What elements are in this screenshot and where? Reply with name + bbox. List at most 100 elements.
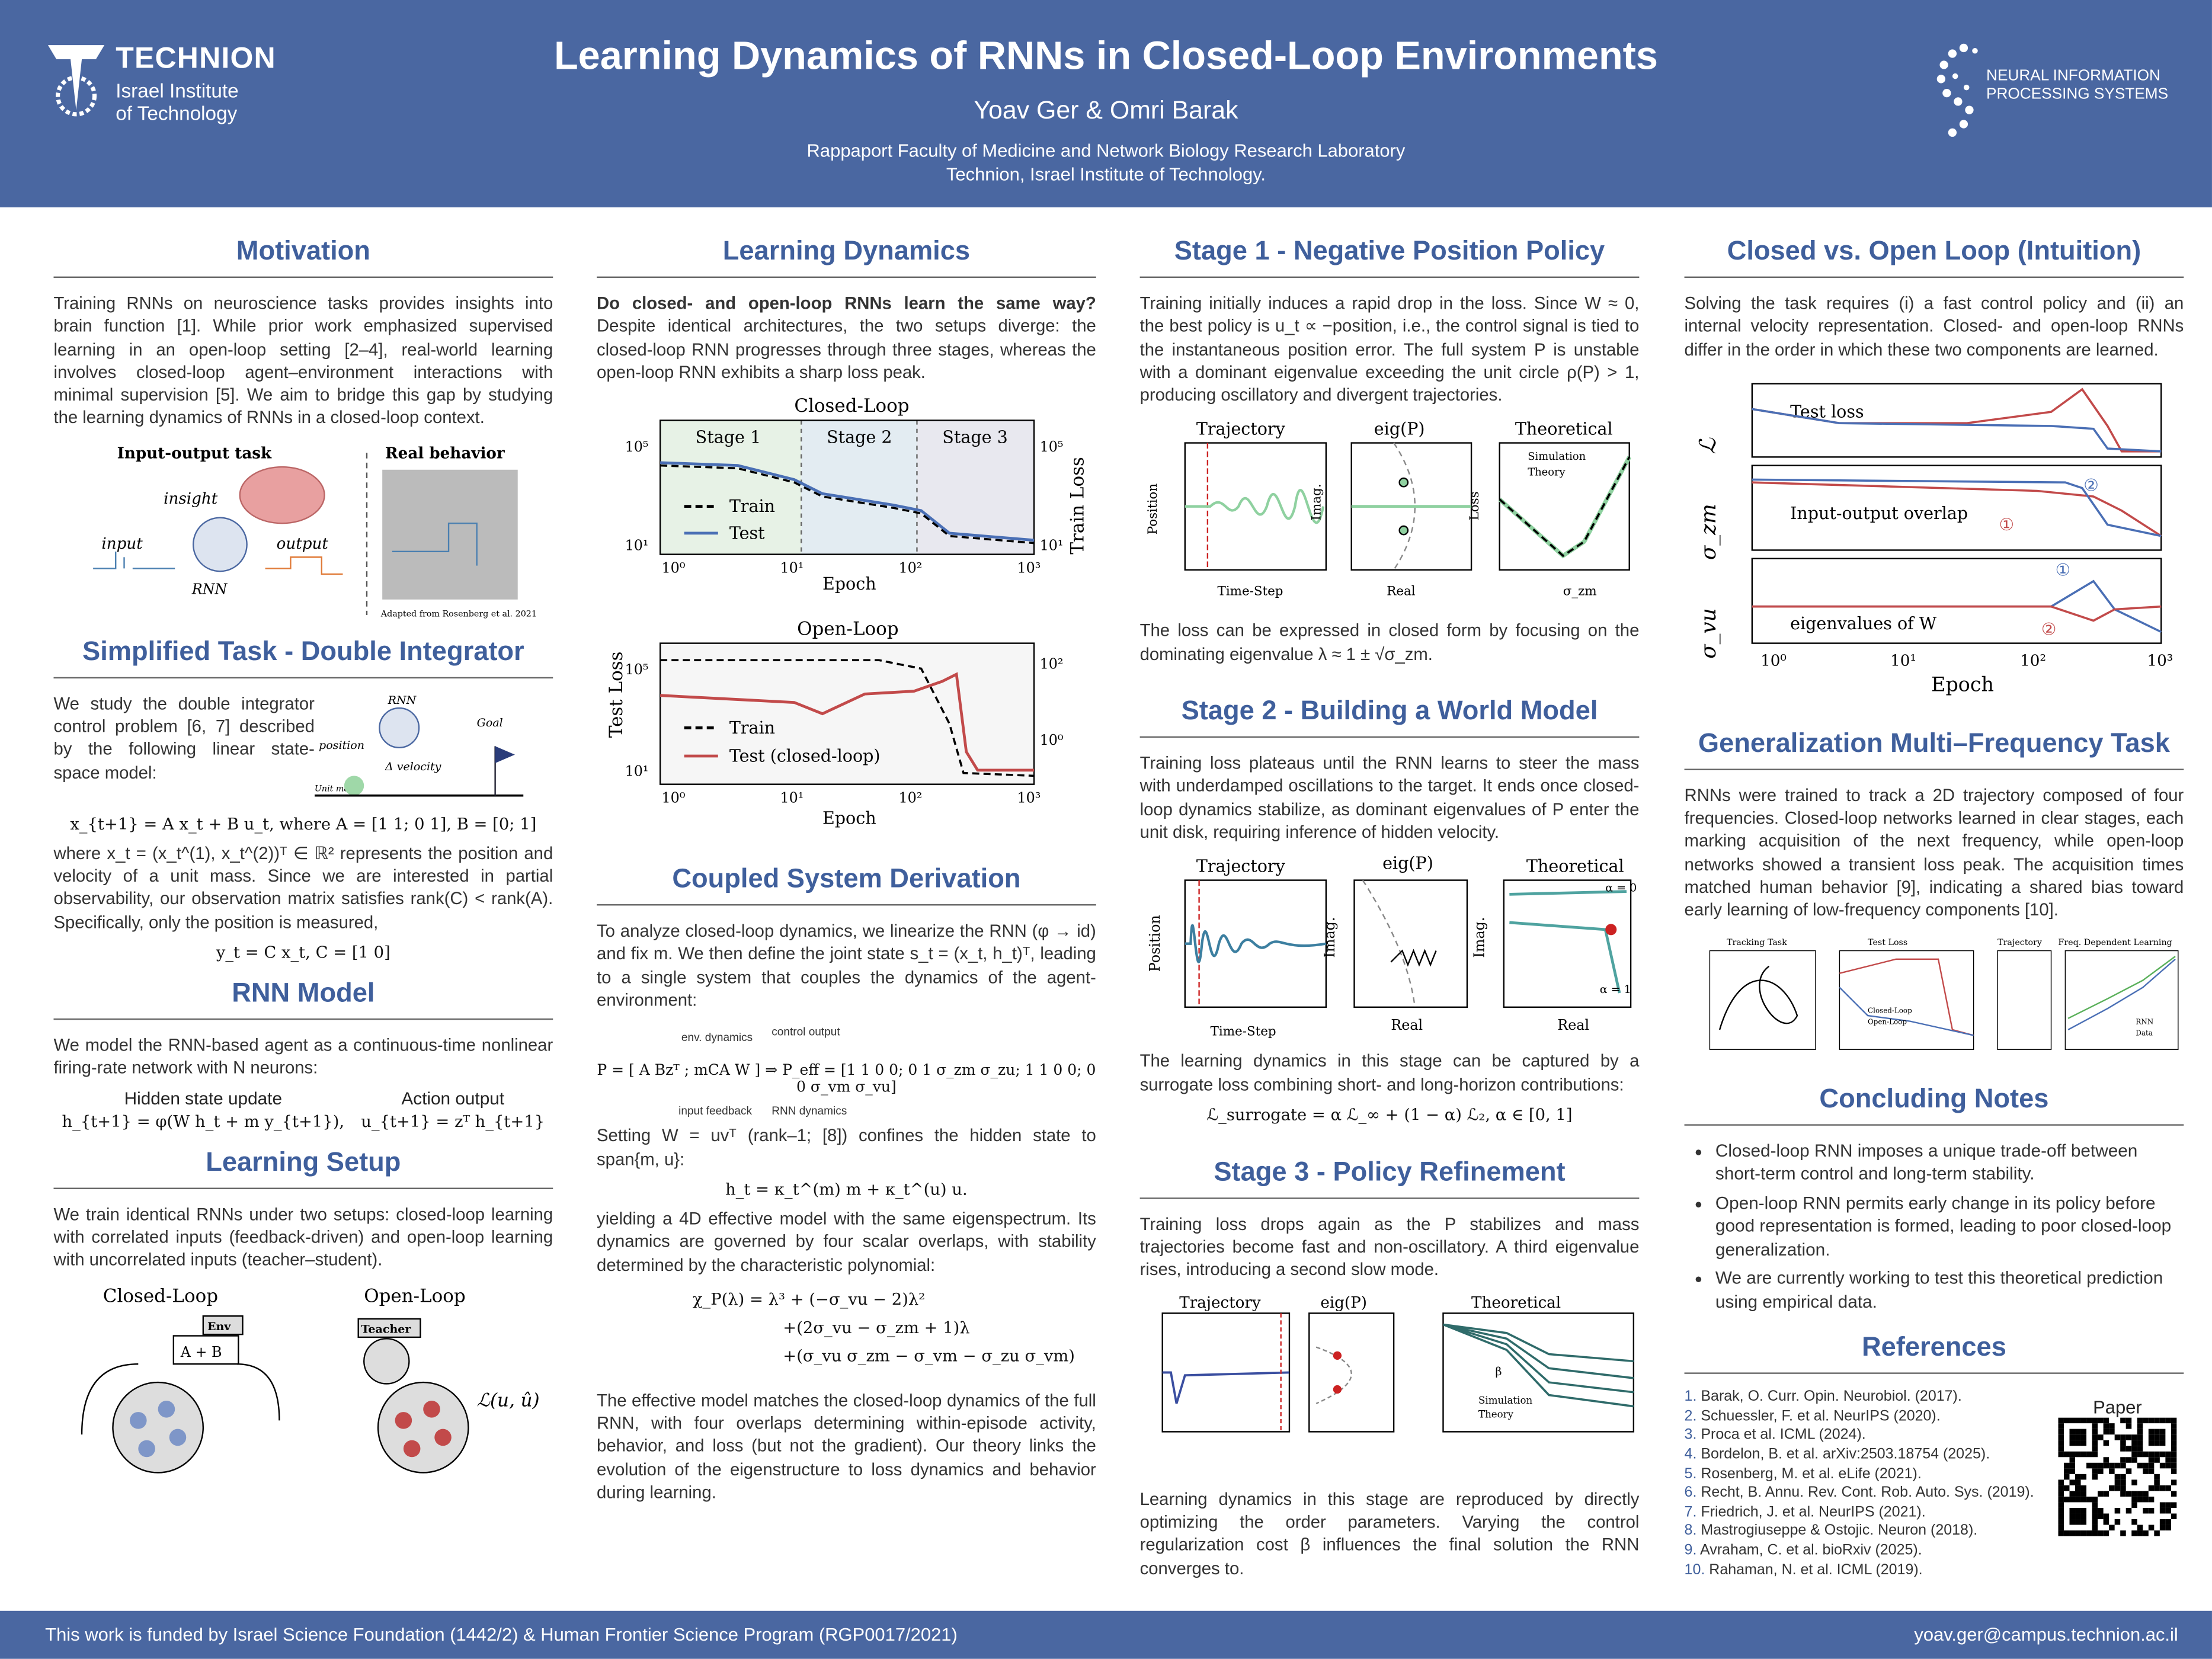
task-heading: Simplified Task - Double Integrator bbox=[53, 638, 553, 678]
column-4: Closed vs. Open Loop (Intuition) Solving… bbox=[1684, 237, 2184, 1580]
svg-text:10¹: 10¹ bbox=[780, 560, 804, 577]
goal-flag-icon bbox=[495, 745, 515, 763]
brain-icon bbox=[239, 466, 325, 524]
motivation-figure: Input-output task Real behavior insight … bbox=[93, 444, 537, 619]
svg-text:②: ② bbox=[2083, 475, 2099, 495]
reference-item: 9. Avraham, C. et al. bioRxiv (2025). bbox=[1684, 1541, 1922, 1559]
intuition-figure: ℒ σ_zm σ_vu Test loss Input-output overl… bbox=[1695, 383, 2173, 696]
svg-text:10³: 10³ bbox=[1017, 560, 1041, 577]
svg-text:10¹: 10¹ bbox=[1040, 537, 1064, 554]
svg-text:②: ② bbox=[2041, 619, 2057, 639]
reference-item: 3. Proca et al. ICML (2024). bbox=[1684, 1426, 1866, 1444]
column-2: Learning Dynamics Do closed- and open-lo… bbox=[597, 236, 1096, 1503]
svg-text:σ_zm: σ_zm bbox=[1696, 504, 1721, 560]
svg-text:Simulation: Simulation bbox=[1478, 1394, 1533, 1405]
svg-text:Loss: Loss bbox=[1467, 492, 1482, 521]
references-list: 1. Barak, O. Curr. Opin. Neurobiol. (201… bbox=[1685, 1388, 2051, 1580]
svg-text:β: β bbox=[1496, 1365, 1502, 1378]
svg-text:eigenvalues of W: eigenvalues of W bbox=[1790, 613, 1937, 633]
svg-text:Trajectory: Trajectory bbox=[1196, 856, 1286, 876]
double-integrator-figure: RNN position Δ velocity Goal Unit mass bbox=[314, 693, 524, 796]
svg-text:RNN: RNN bbox=[191, 581, 228, 597]
svg-text:Theory: Theory bbox=[1528, 466, 1566, 479]
svg-text:Teacher: Teacher bbox=[361, 1324, 411, 1337]
test-loss-line bbox=[660, 461, 1035, 542]
svg-text:Δ velocity: Δ velocity bbox=[385, 760, 441, 773]
svg-text:Closed-Loop: Closed-Loop bbox=[103, 1286, 218, 1307]
svg-text:Freq. Dependent Learning: Freq. Dependent Learning bbox=[2058, 937, 2172, 947]
svg-text:10²: 10² bbox=[2020, 652, 2046, 670]
svg-text:10⁰: 10⁰ bbox=[1040, 732, 1064, 748]
svg-text:Test Loss: Test Loss bbox=[606, 652, 627, 738]
svg-text:10¹: 10¹ bbox=[780, 790, 804, 806]
svg-text:Closed-Loop: Closed-Loop bbox=[1868, 1006, 1912, 1014]
svg-text:Trajectory: Trajectory bbox=[1179, 1293, 1261, 1311]
coupled-system-heading: Coupled System Derivation bbox=[597, 865, 1096, 906]
svg-text:10¹: 10¹ bbox=[625, 763, 649, 780]
footer: This work is funded by Israel Science Fo… bbox=[0, 1610, 2212, 1659]
qr-code-icon[interactable] bbox=[2058, 1418, 2177, 1536]
svg-text:Train Loss: Train Loss bbox=[1067, 457, 1088, 555]
svg-text:Time-Step: Time-Step bbox=[1218, 585, 1283, 600]
svg-text:Trajectory: Trajectory bbox=[1196, 419, 1286, 439]
svg-text:position: position bbox=[319, 739, 364, 752]
reference-item: 5. Rosenberg, M. et al. eLife (2021). bbox=[1684, 1465, 1922, 1482]
reference-item: 4. Bordelon, B. et al. arXiv:2503.18754 … bbox=[1684, 1446, 1990, 1463]
svg-text:Position: Position bbox=[1145, 484, 1160, 536]
svg-text:10⁵: 10⁵ bbox=[625, 438, 649, 455]
reference-item: 6. Recht, B. Annu. Rev. Cont. Rob. Auto.… bbox=[1684, 1484, 2034, 1501]
svg-text:Imag.: Imag. bbox=[1321, 917, 1338, 958]
svg-text:10⁵: 10⁵ bbox=[1040, 438, 1064, 455]
svg-text:Imag.: Imag. bbox=[1471, 917, 1487, 958]
poster-title: Learning Dynamics of RNNs in Closed-Loop… bbox=[553, 34, 1658, 78]
svg-text:10⁰: 10⁰ bbox=[662, 790, 686, 806]
svg-text:eig(P): eig(P) bbox=[1374, 419, 1425, 439]
conclusions-list: Closed-loop RNN imposes a unique trade-o… bbox=[1685, 1139, 2184, 1314]
svg-text:Theory: Theory bbox=[1478, 1408, 1514, 1420]
svg-text:Open-Loop: Open-Loop bbox=[797, 619, 898, 640]
intuition-heading: Closed vs. Open Loop (Intuition) bbox=[1684, 237, 2184, 278]
authors: Yoav Ger & Omri Barak bbox=[974, 95, 1238, 124]
svg-text:①: ① bbox=[2056, 559, 2071, 579]
reference-item: 7. Friedrich, J. et al. NeurIPS (2021). bbox=[1684, 1503, 1926, 1520]
references-heading: References bbox=[1684, 1333, 2184, 1375]
svg-text:10⁰: 10⁰ bbox=[662, 560, 686, 577]
svg-text:Real behavior: Real behavior bbox=[385, 444, 505, 462]
svg-text:α = 0: α = 0 bbox=[1605, 882, 1637, 895]
learning-setup-heading: Learning Setup bbox=[53, 1148, 553, 1189]
reference-item: 8. Mastrogiuseppe & Ostojic. Neuron (201… bbox=[1684, 1522, 1978, 1540]
svg-text:Real: Real bbox=[1391, 1017, 1423, 1034]
svg-text:insight: insight bbox=[164, 489, 218, 507]
svg-text:10²: 10² bbox=[1040, 656, 1064, 672]
svg-text:10¹: 10¹ bbox=[625, 537, 649, 554]
column-1: Motivation Training RNNs on neuroscience… bbox=[53, 237, 553, 1498]
svg-text:Epoch: Epoch bbox=[822, 808, 876, 828]
svg-text:output: output bbox=[277, 535, 329, 553]
affiliation: Rappaport Faculty of Medicine and Networ… bbox=[806, 139, 1406, 185]
task-text: We study the double integrator control p… bbox=[53, 693, 315, 783]
svg-text:Env: Env bbox=[207, 1321, 231, 1334]
learning-setup-figure: Closed-Loop Open-Loop A + B Env Teacher … bbox=[81, 1286, 540, 1474]
rnn-network-icon bbox=[192, 517, 248, 572]
svg-text:10²: 10² bbox=[899, 790, 923, 806]
svg-text:ℒ: ℒ bbox=[1695, 437, 1721, 454]
svg-text:10³: 10³ bbox=[2147, 652, 2173, 670]
technion-emblem-icon bbox=[47, 45, 105, 117]
svg-text:Epoch: Epoch bbox=[1931, 672, 1994, 696]
svg-text:Position: Position bbox=[1147, 915, 1163, 972]
svg-text:Input-output task: Input-output task bbox=[117, 444, 272, 462]
neurips-dots-icon bbox=[1936, 43, 1978, 137]
svg-text:Test Loss: Test Loss bbox=[1868, 937, 1907, 947]
svg-text:input: input bbox=[101, 535, 143, 553]
reference-item: 1. Barak, O. Curr. Opin. Neurobiol. (201… bbox=[1684, 1388, 1962, 1405]
email-link[interactable]: yoav.ger@campus.technion.ac.il bbox=[1914, 1623, 2178, 1645]
svg-text:Closed-Loop: Closed-Loop bbox=[794, 396, 909, 417]
svg-text:10³: 10³ bbox=[1017, 790, 1041, 806]
task-text-2: where x_t = (x_t^(1), x_t^(2))ᵀ ∈ ℝ² rep… bbox=[53, 843, 553, 932]
svg-text:Adapted from Rosenberg et al.: Adapted from Rosenberg et al. 2021 bbox=[380, 609, 537, 619]
